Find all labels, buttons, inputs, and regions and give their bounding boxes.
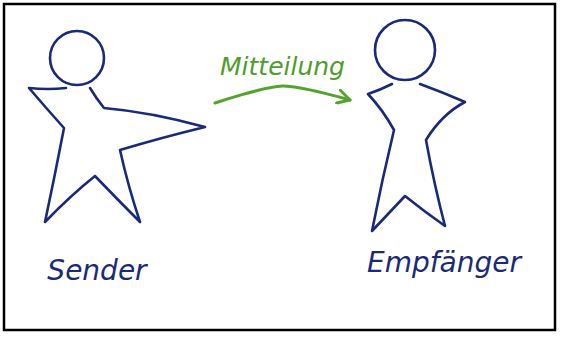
person-head (50, 31, 104, 85)
person-label: Empfänger (367, 247, 521, 279)
person-figure: Sender (20, 25, 215, 300)
message-label: Mitteilung (217, 53, 348, 82)
person-label: Sender (47, 255, 146, 287)
person-figure: Empfänger (350, 15, 550, 300)
frame-rect (4, 4, 555, 330)
person-body (368, 84, 465, 231)
message-arrow (215, 86, 350, 103)
person-head (375, 20, 435, 80)
person-body (29, 88, 205, 222)
